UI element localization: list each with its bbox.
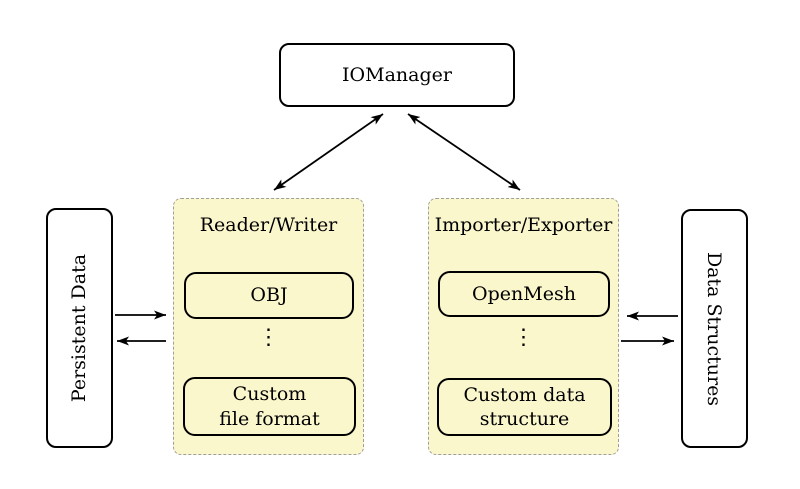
- importer-exporter-group: Importer/Exporter OpenMesh ⋮ Custom data…: [428, 198, 619, 455]
- reader-writer-group: Reader/Writer OBJ ⋮ Custom file format: [173, 198, 364, 455]
- arrow-iomanager-importerexporter: [407, 113, 521, 191]
- obj-node: OBJ: [184, 272, 354, 319]
- vertical-ellipsis: ⋮: [257, 325, 280, 350]
- openmesh-node: OpenMesh: [438, 271, 610, 317]
- arrow-iomanager-readerwriter: [273, 113, 384, 191]
- custom-file-format-node: Custom file format: [183, 377, 356, 436]
- importer-exporter-title: Importer/Exporter: [434, 214, 613, 236]
- iomanager-node: IOManager: [279, 43, 515, 107]
- data-structures-node: Data Structures: [681, 209, 748, 448]
- data-structures-label: Data Structures: [703, 251, 726, 406]
- vertical-ellipsis: ⋮: [512, 325, 535, 350]
- persistent-data-label: Persistent Data: [68, 253, 91, 403]
- persistent-data-node: Persistent Data: [46, 208, 113, 448]
- custom-data-structure-node: Custom data structure: [437, 378, 612, 436]
- reader-writer-title: Reader/Writer: [199, 214, 338, 236]
